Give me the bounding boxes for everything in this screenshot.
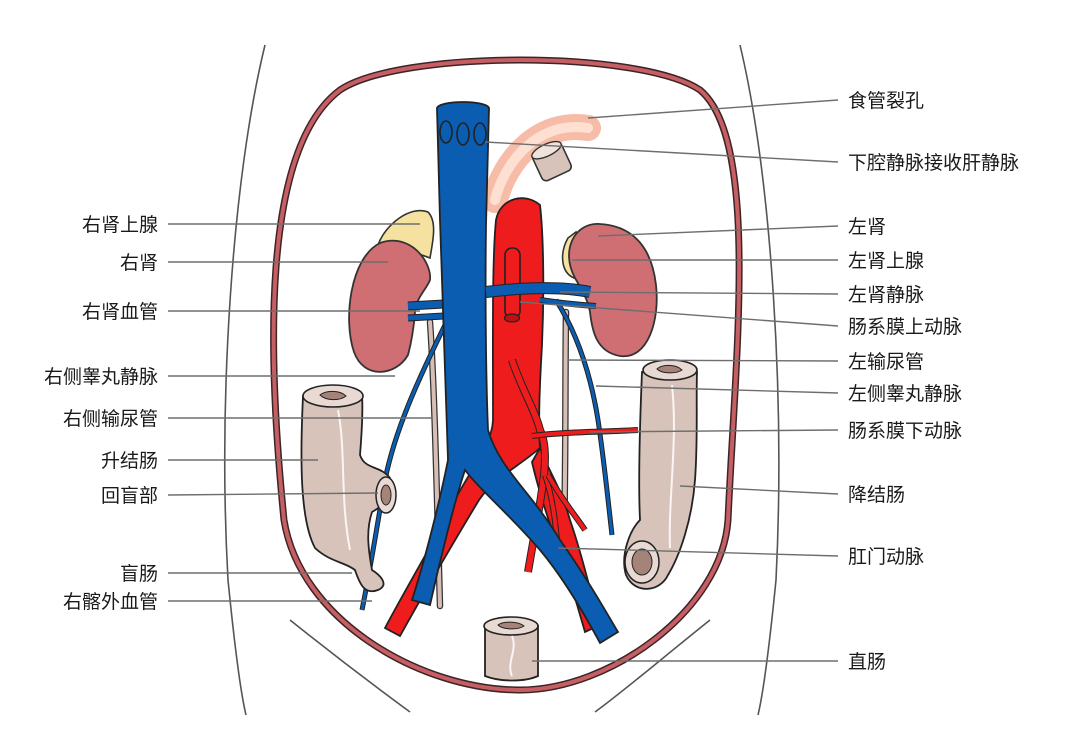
label-left-renal-vein: 左肾静脉 [848, 284, 924, 306]
label-right-iliac-vessels: 右髂外血管 [63, 591, 158, 613]
label-left-ureter: 左输尿管 [848, 351, 924, 373]
right-renal-vessels [407, 299, 445, 322]
label-left-kidney: 左肾 [848, 216, 886, 238]
label-rectal-artery: 肛门动脉 [848, 546, 924, 568]
label-rectum: 直肠 [848, 651, 886, 673]
label-ascending-colon: 升结肠 [101, 450, 158, 472]
leader-lines [167, 99, 839, 662]
ascending-colon [300, 384, 397, 593]
label-right-testicular-vein: 右侧睾丸静脉 [44, 366, 158, 388]
label-left-adrenal: 左肾上腺 [848, 250, 924, 272]
label-sma: 肠系膜上动脉 [848, 316, 962, 338]
label-right-adrenal: 右肾上腺 [82, 214, 158, 236]
label-right-renal-vessels: 右肾血管 [82, 301, 158, 323]
left-renal-vein [485, 282, 597, 309]
body-outline [224, 44, 780, 716]
ima-branch-fill [531, 428, 639, 438]
sma [503, 247, 521, 323]
label-esophageal-hiatus: 食管裂孔 [848, 90, 924, 112]
esophagus [482, 114, 601, 213]
ivc [410, 101, 620, 645]
label-descending-colon: 降结肠 [848, 484, 905, 506]
left-testicular-vein-fill [554, 299, 614, 536]
label-right-ureter: 右侧输尿管 [63, 408, 158, 430]
label-ivc-hepatic-veins: 下腔静脉接收肝静脉 [848, 152, 1019, 174]
label-ileocecal: 回盲部 [101, 485, 158, 507]
label-right-kidney: 右肾 [120, 252, 158, 274]
label-ima: 肠系膜下动脉 [848, 420, 962, 442]
label-cecum: 盲肠 [120, 563, 158, 585]
right-kidney [348, 239, 431, 373]
rectum [483, 616, 539, 682]
label-left-testicular-vein: 左侧睾丸静脉 [848, 383, 962, 405]
descending-colon [623, 359, 698, 590]
abdominal-cavity-lining [271, 58, 742, 693]
left-kidney [568, 223, 658, 357]
